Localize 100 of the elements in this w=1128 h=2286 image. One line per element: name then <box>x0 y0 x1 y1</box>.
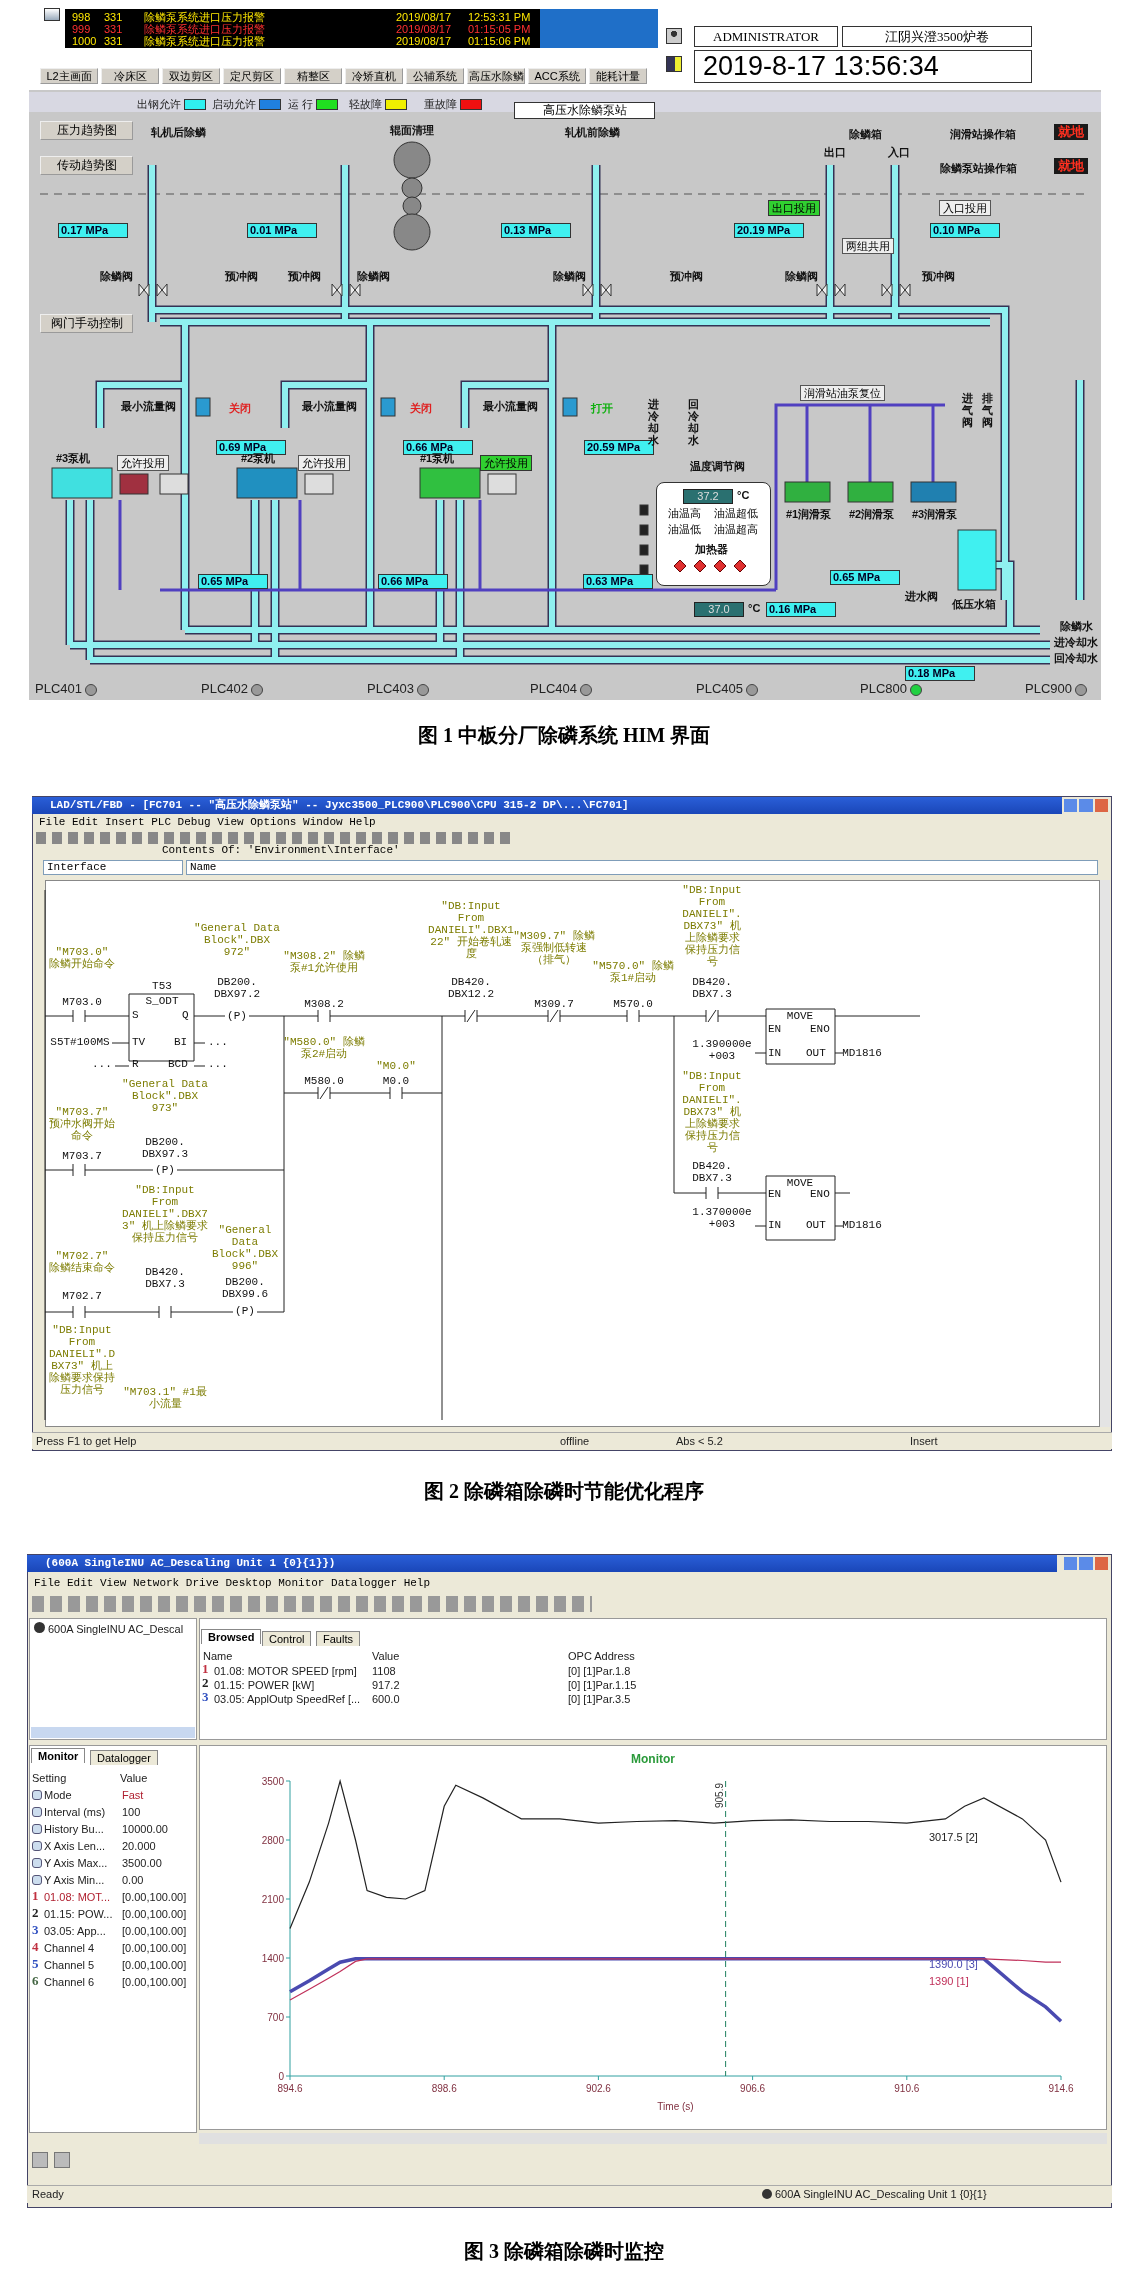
tick-label: 910.6 <box>894 2083 920 2094</box>
cursor-label: 905.9 <box>713 1783 725 1809</box>
equipment-label: #3泵机 <box>56 452 91 465</box>
tag-address: M0.0 <box>382 1075 410 1087</box>
pin-label: OUT <box>806 1047 826 1059</box>
tag-address: M580.0 <box>304 1075 344 1087</box>
pin-label: BCD <box>168 1058 188 1070</box>
table-text: [0] [1]Par.3.5 <box>568 1693 631 1706</box>
tag-address: M309.7 <box>534 998 574 1010</box>
tag-address: M308.2 <box>304 998 344 1010</box>
tick-label: 2100 <box>261 1894 284 1905</box>
pressure-readout: 0.16 MPa <box>766 602 836 617</box>
alarm-text: 2019/08/17 <box>396 23 452 36</box>
table-text: 3500.00 <box>122 1857 162 1870</box>
equipment-label: 加热器 <box>695 543 728 556</box>
tag-comment: "DB:Input From DANIELI".DBX73" 机上除鳞要求保持压力信号 <box>681 884 743 968</box>
figure-caption: 图 3 除磷箱除磷时监控 <box>464 2239 664 2264</box>
pin-label: EN <box>768 1188 782 1200</box>
channel-number: 2 <box>32 1906 39 1920</box>
menu-tab: 双边剪区 <box>162 68 220 84</box>
pressure-readout: 0.13 MPa <box>501 223 571 238</box>
table-text: Y Axis Min... <box>44 1874 105 1887</box>
status-tag: 出口投用 <box>768 200 820 217</box>
tick-label: 906.6 <box>740 2083 766 2094</box>
channel-number: 1 <box>202 1662 209 1676</box>
status-indicator: 就地 <box>1054 158 1088 175</box>
table-text: Fast <box>122 1789 144 1802</box>
pressure-readout: 0.63 MPa <box>583 574 653 589</box>
pressure-readout: 0.17 MPa <box>58 223 128 238</box>
input-field: Interface <box>43 860 183 875</box>
alarm-label: 油温低 <box>668 524 701 536</box>
equipment-label: 预冲阀 <box>670 270 703 283</box>
equipment-label: 入口 <box>888 146 910 159</box>
pressure-readout: 0.65 MPa <box>198 574 268 589</box>
temperature-readout: 37.0 <box>694 602 744 617</box>
table-text: 917.2 <box>372 1679 400 1692</box>
pin-label: Q <box>182 1009 189 1021</box>
alarm-text: 01:15:06 PM <box>468 35 531 48</box>
equipment-label: 最小流量阀 <box>483 400 538 413</box>
legend-label: 出钢允许 <box>137 97 181 112</box>
table-text: Channel 5 <box>44 1959 95 1972</box>
table-text: 03.05: ApplOutp SpeedRef [... <box>214 1693 361 1706</box>
equipment-label: #1泵机 <box>420 452 455 465</box>
figure-caption: 图 2 除磷箱除磷时节能优化程序 <box>424 1479 704 1504</box>
tick-label: 2800 <box>261 1835 284 1846</box>
tag-comment: "M703.7" 预冲水阀开始命令 <box>48 1106 116 1142</box>
pin-label: ... <box>208 1036 228 1048</box>
equipment-label: #3润滑泵 <box>912 508 958 521</box>
equipment-label: 除鳞箱 <box>849 128 882 141</box>
nav-button: 阀门手动控制 <box>40 314 133 333</box>
pin-label: IN <box>768 1047 782 1059</box>
status-field: ADMINISTRATOR <box>694 26 838 47</box>
table-text: [0.00,100.00] <box>122 1891 187 1904</box>
tag-comment: "M308.2" 除鳞泵#1允许使用 <box>282 950 366 974</box>
pressure-readout: 0.18 MPa <box>905 666 975 681</box>
tag-comment: "General Data Block".DBX 972" <box>194 922 280 958</box>
table-text: [0] [1]Par.1.15 <box>568 1679 637 1692</box>
equipment-label: 辊面清理 <box>390 124 434 137</box>
equipment-label: 低压水箱 <box>952 598 996 611</box>
valve-state: 打开 <box>591 402 613 415</box>
menu-tab: 精整区 <box>284 68 342 84</box>
tag-address: DB200. DBX97.3 <box>140 1136 190 1160</box>
table-text: [0.00,100.00] <box>122 1925 187 1938</box>
tag-address: M702.7 <box>62 1290 102 1302</box>
alarm-text: 999 <box>72 23 91 36</box>
table-text: [0.00,100.00] <box>122 1908 187 1921</box>
status-indicator: 就地 <box>1054 124 1088 141</box>
table-text: Name <box>203 1650 233 1663</box>
pin-label: ... <box>208 1058 228 1070</box>
figure-caption: 图 1 中板分厂除磷系统 HIM 界面 <box>417 723 711 748</box>
legend-label: 重故障 <box>424 97 457 112</box>
window-title: (600A SingleINU AC_Descaling Unit 1 {0}{1}}) <box>27 1555 1057 1572</box>
table-text: Value <box>372 1650 400 1663</box>
equipment-label: 预冲阀 <box>922 270 955 283</box>
table-text: Y Axis Max... <box>44 1857 108 1870</box>
tag-address: DB420. DBX7.3 <box>144 1266 186 1290</box>
status-tag: 允许投用 <box>480 455 532 472</box>
tag-comment: "DB:Input From DANIELI".DBX122" 开始卷轧速度 <box>428 900 514 960</box>
table-text: Channel 4 <box>44 1942 95 1955</box>
equipment-label: 除鳞泵站操作箱 <box>940 162 1017 175</box>
tab: Monitor <box>31 1748 86 1764</box>
tick-label: 914.6 <box>1048 2083 1074 2094</box>
pin-label: TV <box>132 1036 146 1048</box>
equipment-label: °C <box>737 489 750 502</box>
table-text: 100 <box>122 1806 141 1819</box>
alarm-text: 998 <box>72 11 91 24</box>
valve-state: 关闭 <box>410 402 432 415</box>
table-text: [0.00,100.00] <box>122 1942 187 1955</box>
channel-number: 6 <box>32 1974 39 1988</box>
status-text: 600A SingleINU AC_Descaling Unit 1 {0}{1} <box>775 2188 987 2201</box>
status-text: offline <box>560 1435 590 1448</box>
equipment-label: 除鳞阀 <box>785 270 818 283</box>
tag-comment: "General Data Block".DBX 973" <box>122 1078 208 1114</box>
legend-label: 运 行 <box>288 97 314 112</box>
channel-number: 1 <box>32 1889 39 1903</box>
tag-comment: "M570.0" 除鳞泵1#启动 <box>591 960 675 984</box>
tag-comment: "M580.0" 除鳞泵2#启动 <box>282 1036 366 1060</box>
alarm-text: 331 <box>104 11 123 24</box>
equipment-label: #2润滑泵 <box>849 508 895 521</box>
plc-label: PLC402 <box>201 682 248 697</box>
